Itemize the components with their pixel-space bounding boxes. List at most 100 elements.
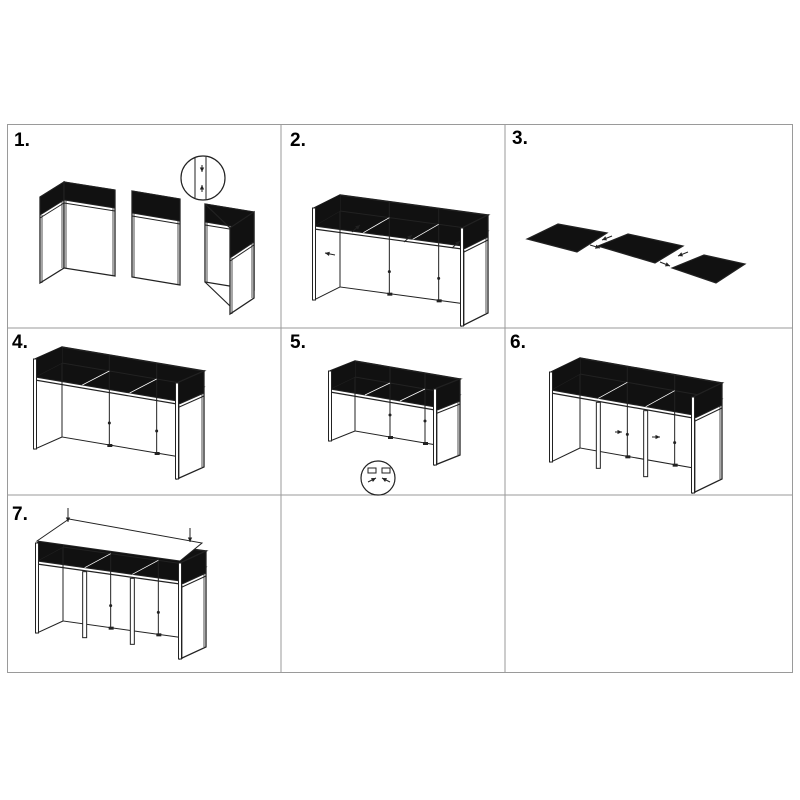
- rail: [176, 395, 205, 409]
- detail-zoom-circle: [360, 460, 396, 496]
- front-left-leg: [549, 371, 553, 463]
- rail: [179, 575, 207, 589]
- detail-foot: [367, 467, 377, 474]
- foot: [156, 633, 162, 637]
- front-left-leg: [312, 207, 316, 301]
- shelf-seam: [363, 217, 390, 234]
- dark-panel: [229, 211, 255, 259]
- step-5-desk: [328, 360, 463, 496]
- rail: [434, 403, 461, 415]
- shelf-seam: [399, 388, 426, 402]
- step-1-frames: [39, 155, 255, 316]
- shelf-edge: [34, 379, 178, 405]
- connector: [107, 421, 111, 425]
- connector: [423, 419, 427, 423]
- step-6-desk: [549, 357, 725, 495]
- step-7-label: 7.: [12, 504, 28, 525]
- foot: [672, 463, 678, 467]
- front-left-leg: [33, 358, 37, 450]
- left-dark-panel: [314, 195, 340, 226]
- connector: [155, 429, 159, 433]
- rail: [229, 244, 255, 262]
- dark-panel: [131, 190, 181, 222]
- shelf-seam: [412, 223, 439, 240]
- support-leg: [643, 410, 649, 478]
- front-right-leg: [691, 396, 695, 494]
- front-right-leg: [175, 382, 179, 480]
- shelf-plate: [596, 233, 685, 264]
- step-5-label: 5.: [290, 332, 306, 353]
- dark-panel: [63, 181, 116, 209]
- grid-lines: [7, 124, 793, 673]
- front-left-leg: [35, 542, 39, 634]
- illustrations: [33, 155, 747, 661]
- foot: [436, 299, 442, 303]
- rail: [461, 239, 489, 254]
- arrow-head-icon: [187, 537, 193, 542]
- arrow-head-icon: [617, 429, 622, 435]
- left-dark-panel: [551, 358, 580, 390]
- shelf-plate: [670, 254, 747, 284]
- step-2-desk: [312, 194, 491, 328]
- shelf-edge: [313, 228, 463, 250]
- step-3-shelves: [525, 223, 747, 284]
- rail: [39, 202, 65, 219]
- foot: [625, 455, 631, 459]
- connector: [387, 270, 391, 274]
- front-right-leg: [178, 562, 182, 660]
- step-3-label: 3.: [512, 128, 528, 149]
- arrow-head-icon: [655, 434, 660, 440]
- foot: [388, 436, 393, 439]
- back-dark-panel: [580, 358, 722, 399]
- foot: [423, 442, 428, 445]
- arrow-head-icon: [65, 517, 71, 522]
- step-4-label: 4.: [12, 332, 28, 353]
- shelf-seam: [84, 553, 111, 569]
- shelf-edge: [36, 563, 181, 585]
- front-right-leg: [433, 388, 437, 466]
- back-dark-panel: [340, 195, 488, 231]
- arrow-head-icon: [602, 236, 607, 241]
- left-dark-panel: [35, 347, 62, 377]
- detail-foot: [381, 467, 391, 474]
- arrow-head-icon: [199, 167, 205, 172]
- shelf-seam: [82, 370, 110, 386]
- arrow-head-icon: [595, 244, 600, 249]
- shelf-seam: [364, 382, 391, 396]
- grid-border: [7, 124, 793, 673]
- support-leg: [129, 577, 135, 645]
- top-panel: [35, 518, 204, 562]
- step-7-desk: [35, 508, 209, 661]
- support-leg: [595, 401, 601, 469]
- arrow-head-icon: [355, 225, 360, 230]
- shelf-seam: [598, 381, 628, 399]
- connector: [625, 432, 629, 436]
- step-4-desk: [33, 346, 207, 481]
- connector: [109, 604, 113, 608]
- foot: [154, 452, 160, 455]
- arrow-head-icon: [325, 251, 330, 257]
- front-right-leg: [460, 227, 464, 327]
- support-leg: [82, 571, 88, 639]
- step-2-label: 2.: [290, 130, 306, 151]
- connector: [156, 610, 160, 614]
- left-dark-panel: [330, 361, 355, 389]
- shelf-seam: [645, 390, 675, 408]
- bottom-rail: [204, 281, 231, 307]
- step-1-label: 1.: [14, 130, 30, 151]
- rail: [63, 202, 116, 212]
- arrow-head-icon: [407, 235, 412, 240]
- shelf-edge: [550, 392, 694, 419]
- shelf-plate: [525, 223, 609, 253]
- rail: [692, 407, 723, 423]
- arrow-head-icon: [665, 262, 670, 267]
- shelf-seam: [129, 378, 157, 394]
- shelf-edge: [329, 391, 436, 411]
- foot: [107, 444, 113, 447]
- foot: [108, 626, 114, 630]
- connector: [388, 413, 392, 417]
- shelf-seam: [132, 559, 159, 575]
- arrow-head-icon: [199, 185, 205, 190]
- step-6-label: 6.: [510, 332, 526, 353]
